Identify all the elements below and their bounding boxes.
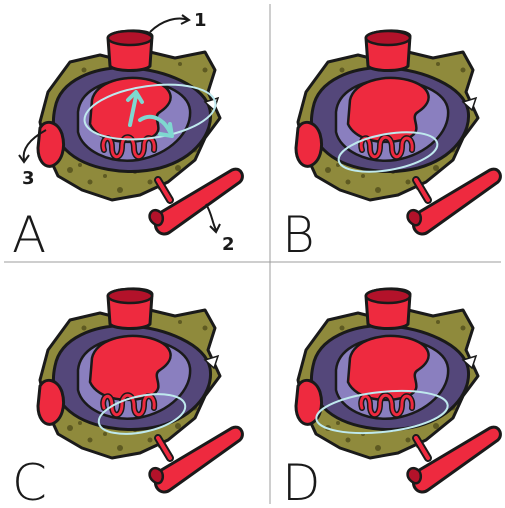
panel-a: 1 3 2 A <box>12 10 242 264</box>
callout-2-label: 2 <box>222 234 235 255</box>
callout-1-label: 1 <box>194 10 207 31</box>
panel-a-illustration <box>38 31 242 234</box>
panel-b: B <box>282 31 500 264</box>
panel-d: D <box>282 289 500 508</box>
panel-c-letter: C <box>12 454 47 508</box>
callout-3-label: 3 <box>22 168 35 189</box>
panel-a-letter: A <box>12 206 46 264</box>
panel-b-letter: B <box>282 206 315 264</box>
callout-1-leader <box>150 19 188 33</box>
panel-c: C <box>12 289 242 508</box>
panel-c-illustration <box>38 289 242 492</box>
panel-d-letter: D <box>282 454 321 508</box>
